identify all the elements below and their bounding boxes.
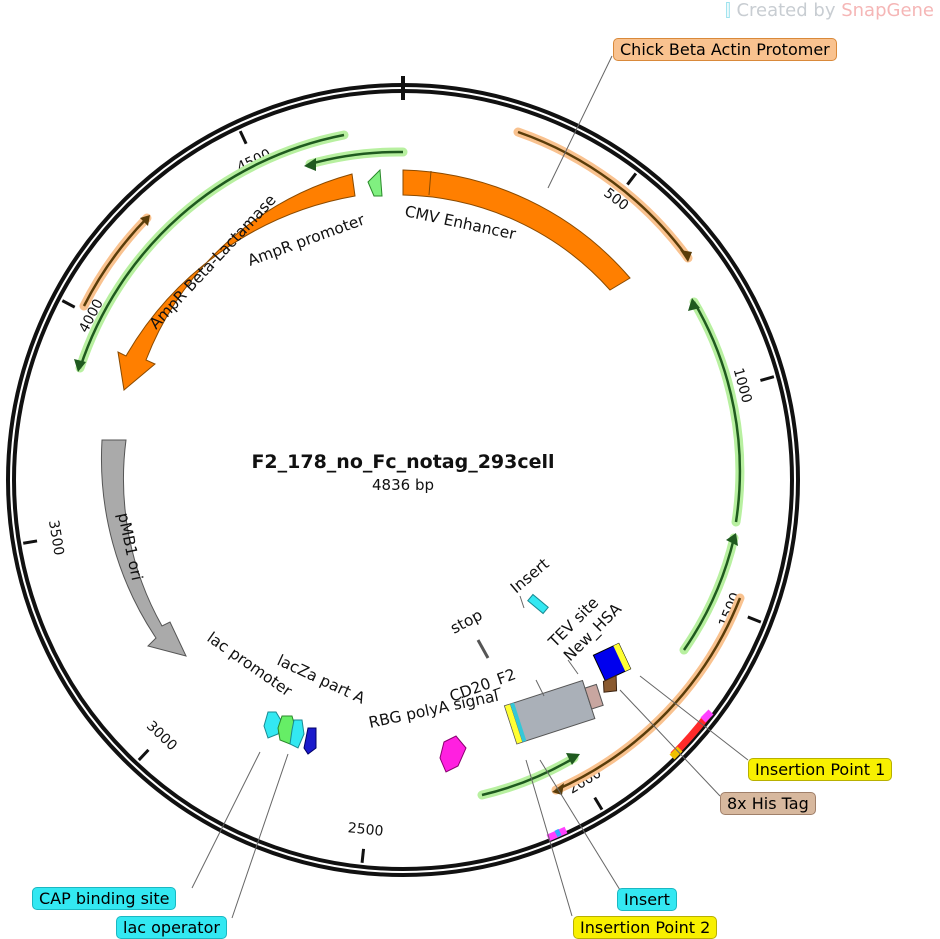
label-insert: Insert [507,555,553,597]
callout-insert: Insert [617,888,677,911]
label-stop: stop [447,606,485,638]
tick-mark-4000 [61,299,76,309]
primer-green-1 [309,150,404,166]
pmb1-ori-arc [100,439,187,657]
watermark-icon: ⫿ [724,0,731,21]
tick-mark-3500 [22,539,38,545]
tick-mark-500 [626,172,638,186]
watermark-prefix: Created by [736,0,842,21]
cd20-block [503,679,604,745]
tick-mark-2000 [593,796,604,811]
features [100,168,632,773]
primer-green-5 [481,756,575,797]
cmv-divider [428,170,432,196]
plasmid-name: F2_178_no_Fc_notag_293cell [251,451,554,473]
lacza-marker [303,727,317,755]
tick-mark-3000 [137,748,150,762]
primer-orange-3 [82,217,148,307]
tick-mark-1500 [747,615,762,624]
cap-site-marker [263,711,283,739]
ampr-promoter-arrow [367,168,383,197]
plasmid-length: 4836 bp [372,476,434,494]
backbone-highlights [546,709,714,842]
rbg-polya-marker [439,735,467,773]
ampr-arc [117,173,356,391]
new-hsa-block [592,642,632,693]
watermark-brand: SnapGene [841,0,934,21]
cmv-enhancer-arc [402,169,631,291]
stop-marker [476,639,490,659]
callout-insertion-point-1: Insertion Point 1 [748,758,893,781]
primer-arrowhead-1 [680,250,692,262]
callout-chick-beta: Chick Beta Actin Protomer [613,38,837,61]
tick-label-3500: 3500 [45,519,67,557]
primer-chick-beta [517,130,690,259]
tick-mark-4500 [238,130,248,145]
primers [74,127,745,800]
snapgene-watermark: ⫿ Created by SnapGene [725,0,934,21]
tick-mark-1000 [760,375,775,382]
primer-green-3 [692,301,742,523]
primer-green-4 [682,537,736,651]
callout-cap-site: CAP binding site [32,887,177,910]
insert-small-marker [527,593,549,615]
primer-arrowhead-3 [140,215,150,226]
callout-his-tag: 8x His Tag [720,792,816,815]
tick-label-3000: 3000 [143,718,180,754]
tick-label-2500: 2500 [347,820,384,840]
callout-insertion-point-2: Insertion Point 2 [573,916,718,939]
callout-lac-operator: lac operator [116,916,227,939]
tick-mark-2500 [360,848,366,863]
primer-orange-2 [555,597,742,792]
leader-lines [191,55,749,919]
lac-operator-marker [289,719,305,749]
primer-green-2 [78,133,345,369]
